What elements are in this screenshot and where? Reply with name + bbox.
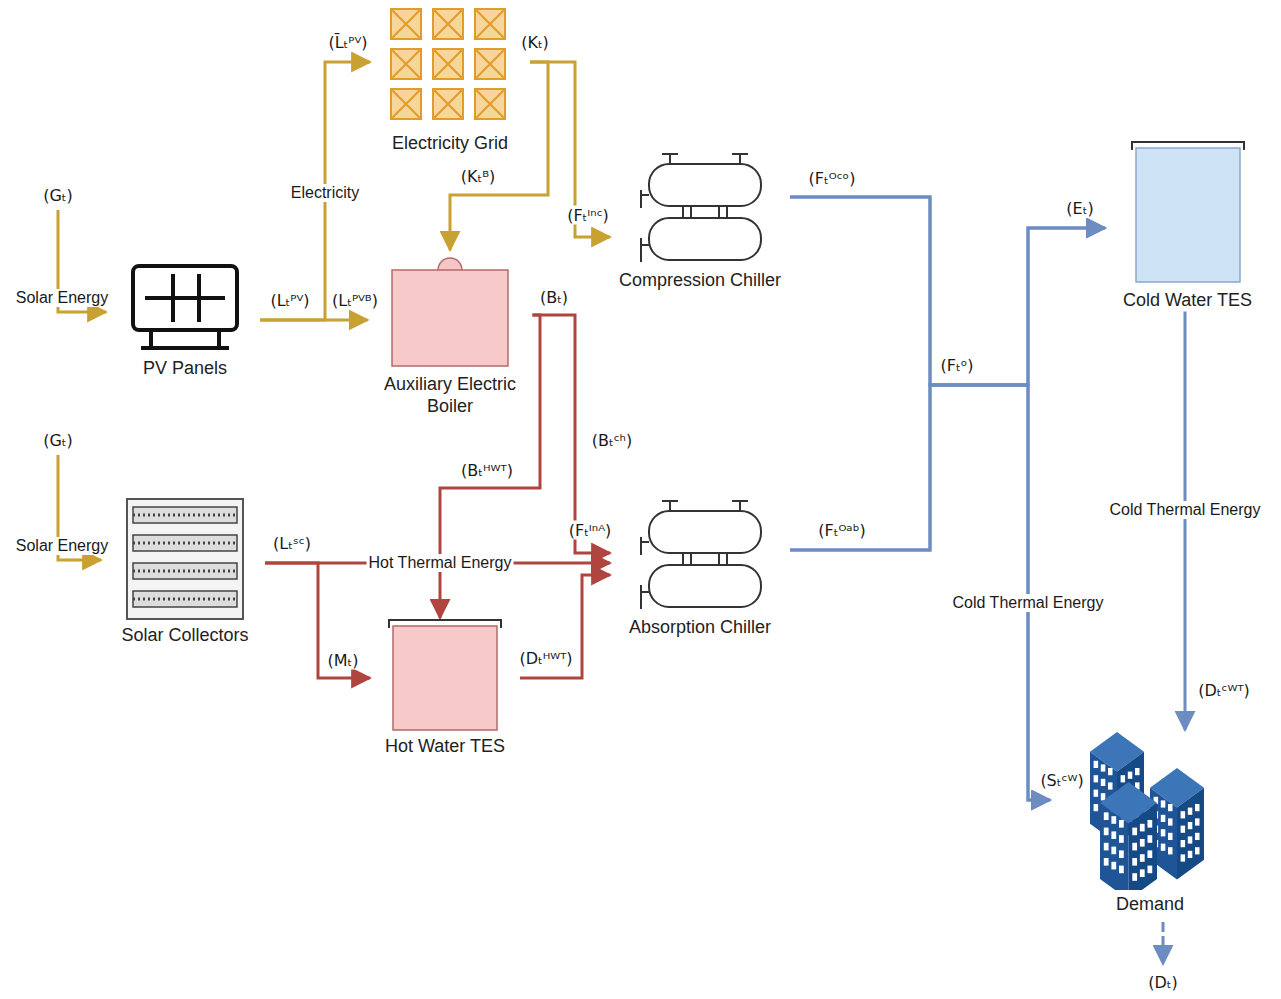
flow-connector xyxy=(790,385,1050,800)
variable-label: (Fₜᴼᵃᵇ) xyxy=(816,521,867,540)
demand-buildings-icon xyxy=(1050,730,1250,890)
solar-collectors: Solar Collectors xyxy=(105,497,265,647)
node-label: Compression Chiller xyxy=(619,270,781,292)
node-label: PV Panels xyxy=(143,358,227,380)
flow-connector xyxy=(530,62,610,237)
edge-label: Cold Thermal Energy xyxy=(951,594,1106,612)
demand-buildings: Demand xyxy=(1050,730,1250,916)
variable-label: (Dₜ) xyxy=(1146,973,1180,992)
variable-label: (Mₜ) xyxy=(325,651,360,670)
pv-panels: PV Panels xyxy=(110,262,260,380)
absorption-chiller: Absorption Chiller xyxy=(610,497,790,639)
absorption-chiller-icon xyxy=(635,497,765,613)
node-label: Absorption Chiller xyxy=(629,617,771,639)
flow-connector xyxy=(790,197,1050,800)
node-label: Solar Collectors xyxy=(121,625,248,647)
flow-label: Solar Energy xyxy=(14,289,111,307)
variable-label: (Bₜᴴᵂᵀ) xyxy=(459,461,515,480)
variable-label: (Fₜᴼᶜᵒ) xyxy=(807,169,858,188)
flow-connector xyxy=(450,62,548,250)
variable-label: (Gₜ) xyxy=(41,431,75,450)
variable-label: (Sₜᶜᵂ) xyxy=(1038,771,1085,790)
variable-label: (Eₜ) xyxy=(1064,199,1095,218)
node-label: Demand xyxy=(1116,894,1184,916)
flow-connector xyxy=(790,197,1105,385)
node-label: Cold Water TES xyxy=(1123,290,1252,312)
variable-label: (Fₜᵒ) xyxy=(938,356,975,375)
flow-label: Solar Energy xyxy=(14,537,111,555)
hot-water-tes-icon xyxy=(385,618,505,732)
node-label: Hot Water TES xyxy=(385,736,505,758)
variable-label: (Gₜ) xyxy=(41,186,75,205)
flow-connector xyxy=(260,319,368,322)
variable-label: (Kₜ) xyxy=(519,33,551,52)
variable-label: (Bₜ) xyxy=(538,288,570,307)
variable-label: (Fₜᴵⁿᶜ) xyxy=(565,206,611,225)
flow-connector xyxy=(790,228,1105,550)
node-label: Electricity Grid xyxy=(392,133,508,155)
compression-chiller: Compression Chiller xyxy=(610,150,790,292)
electric-boiler-icon xyxy=(390,250,510,370)
variable-label: (L̄ₜᴾⱽ) xyxy=(326,33,369,52)
compression-chiller-icon xyxy=(635,150,765,266)
hot-water-tes: Hot Water TES xyxy=(370,618,520,758)
flow-connector xyxy=(1184,312,1187,730)
variable-label: (Lₜᴾⱽ) xyxy=(268,291,311,310)
cold-water-tes-icon xyxy=(1128,140,1248,286)
variable-label: (Dₜᶜᵂᵀ) xyxy=(1196,681,1252,700)
edge-label: Electricity xyxy=(289,184,361,202)
variable-label: (Dₜᴴᵂᵀ) xyxy=(517,649,574,668)
electricity-grid: Electricity Grid xyxy=(370,5,530,155)
variable-label: (Fₜᴵⁿᴬ) xyxy=(567,521,614,540)
electric-boiler: Auxiliary Electric Boiler xyxy=(368,250,533,417)
flow-connector xyxy=(265,563,370,678)
variable-label: (Lₜˢᶜ) xyxy=(271,534,313,553)
edge-label: Hot Thermal Energy xyxy=(367,554,514,572)
electricity-grid-icon xyxy=(385,5,515,129)
demand-output-arrow xyxy=(1162,922,1165,964)
edge-label: Cold Thermal Energy xyxy=(1108,501,1263,519)
variable-label: (Lₜᴾⱽᴮ) xyxy=(330,291,380,310)
cold-water-tes: Cold Water TES xyxy=(1105,140,1270,312)
solar-collectors-icon xyxy=(125,497,245,621)
flow-connector xyxy=(260,62,370,320)
pv-panels-icon xyxy=(125,262,245,354)
node-label: Auxiliary Electric Boiler xyxy=(373,374,528,417)
variable-label: (Bₜᶜʰ) xyxy=(590,431,635,450)
variable-label: (Kₜᴮ) xyxy=(459,167,498,186)
